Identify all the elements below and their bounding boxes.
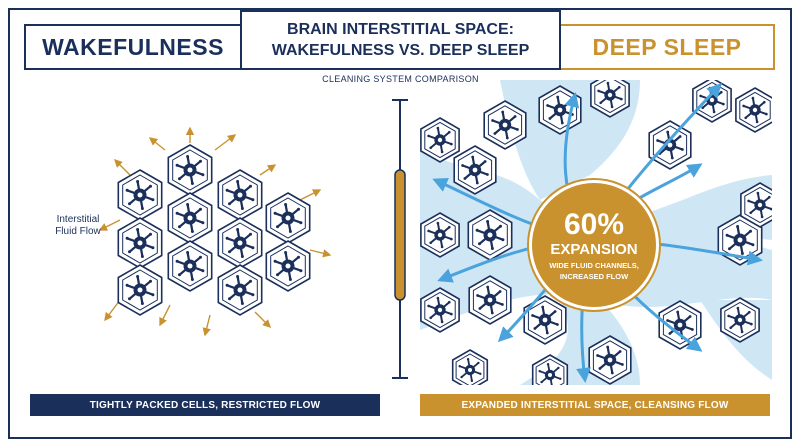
title-line-2: WAKEFULNESS VS. DEEP SLEEP — [271, 42, 530, 59]
neuron-hexagon-icon — [217, 217, 263, 269]
neuron-hexagon-icon — [531, 354, 569, 385]
neuron-hexagon-icon — [217, 264, 263, 316]
flow-arrow-icon — [98, 219, 121, 231]
flow-arrow-icon — [104, 299, 121, 322]
subtitle: CLEANING SYSTEM COMPARISON — [322, 74, 479, 84]
neuron-hexagon-icon — [467, 209, 513, 261]
neuron-hexagon-icon — [217, 169, 263, 221]
wake-cell-cluster — [117, 144, 311, 316]
neuron-hexagon-icon — [740, 182, 772, 228]
sleep-caption: EXPANDED INTERSTITIAL SPACE, CLEANSING F… — [420, 394, 770, 416]
flow-arrow-icon — [202, 314, 211, 337]
callout-line-1: WIDE FLUID CHANNELS, — [549, 261, 639, 270]
fluid-flow-label-line-1: Interstitial — [56, 214, 100, 225]
flow-arrow-icon — [259, 164, 277, 176]
wake-caption: TIGHTLY PACKED CELLS, RESTRICTED FLOW — [30, 394, 380, 416]
neuron-hexagon-icon — [117, 264, 163, 316]
title-line-1: BRAIN INTERSTITIAL SPACE: — [287, 21, 514, 38]
neuron-hexagon-icon — [483, 100, 527, 150]
neuron-hexagon-icon — [117, 169, 163, 221]
neuron-hexagon-icon — [167, 240, 213, 292]
neuron-hexagon-icon — [167, 144, 213, 196]
sleep-heading: DEEP SLEEP — [592, 33, 742, 60]
neuron-hexagon-icon — [735, 87, 772, 133]
title-box: BRAIN INTERSTITIAL SPACE: WAKEFULNESS VS… — [240, 10, 561, 70]
flow-arrow-icon — [159, 304, 171, 327]
fluid-flow-label: Interstitial Fluid Flow — [38, 214, 118, 238]
flow-arrow-icon — [148, 137, 166, 151]
wake-heading: WAKEFULNESS — [42, 33, 224, 60]
neuron-hexagon-icon — [420, 212, 460, 258]
neuron-hexagon-icon — [420, 117, 460, 163]
callout-percent: 60% — [563, 208, 625, 241]
neuron-hexagon-icon — [588, 335, 632, 385]
callout-line-2: INCREASED FLOW — [559, 272, 629, 281]
neuron-hexagon-icon — [117, 217, 163, 269]
flow-arrow-icon — [214, 134, 237, 151]
flow-arrow-icon — [309, 249, 332, 258]
flow-arrow-icon — [299, 189, 322, 201]
fluid-flow-label-line-2: Fluid Flow — [55, 226, 101, 237]
neuron-hexagon-icon — [265, 240, 311, 292]
neuron-hexagon-icon — [590, 80, 630, 118]
wake-flow-arrows — [98, 126, 332, 337]
fluid-channel — [420, 245, 540, 300]
neuron-hexagon-icon — [420, 287, 460, 333]
flow-arrow-icon — [254, 311, 271, 328]
wake-heading-box: WAKEFULNESS — [24, 24, 240, 70]
flow-arrow-icon — [114, 159, 131, 176]
callout-word: EXPANSION — [550, 241, 638, 258]
neuron-hexagon-icon — [265, 192, 311, 244]
expansion-callout: 60% EXPANSION WIDE FLUID CHANNELS, INCRE… — [529, 180, 659, 310]
neuron-hexagon-icon — [720, 297, 760, 343]
neuron-hexagon-icon — [468, 275, 512, 325]
neuron-hexagon-icon — [523, 295, 567, 345]
neuron-hexagon-icon — [167, 192, 213, 244]
neuron-hexagon-icon — [451, 349, 489, 385]
expansion-scale-icon — [392, 99, 408, 379]
neuron-hexagon-icon — [453, 145, 497, 195]
outer-frame — [8, 8, 792, 439]
sleep-heading-box: DEEP SLEEP — [561, 24, 775, 70]
